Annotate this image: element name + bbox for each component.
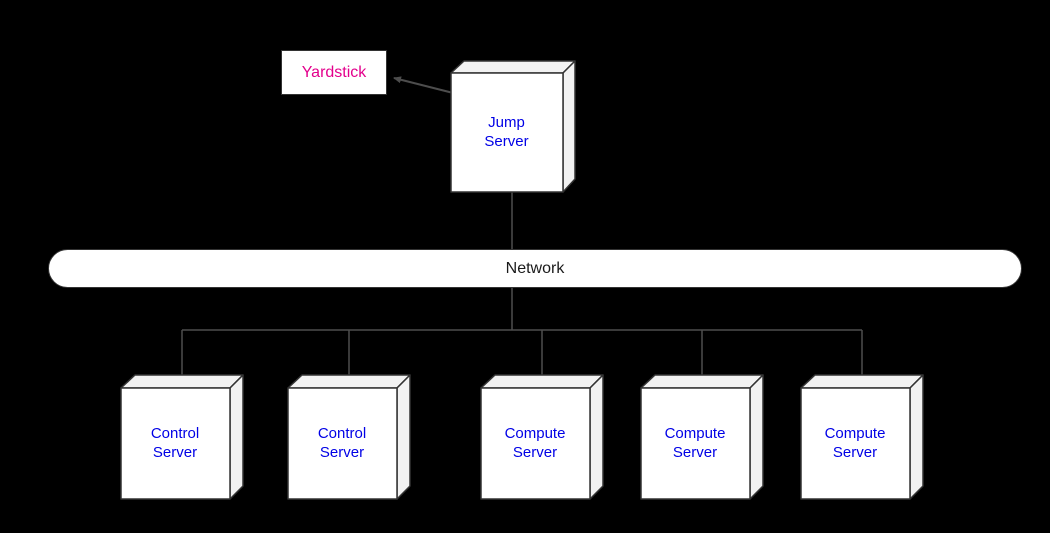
server-label-wrap: Compute Server	[640, 388, 750, 500]
compute-server-node-1: Compute Server	[480, 374, 604, 500]
yardstick-node: Yardstick	[281, 50, 387, 95]
jump-server-label: Jump Server	[484, 114, 529, 150]
server-box-shape	[480, 374, 604, 500]
jump-server-node: Jump Server	[450, 60, 576, 193]
server-box-shape	[450, 60, 576, 193]
network-node: Network	[48, 249, 1022, 288]
server-box-shape	[800, 374, 924, 500]
control-server-label: Control Server	[150, 425, 200, 461]
server-box-shape	[120, 374, 244, 500]
server-label-wrap: Control Server	[287, 388, 397, 500]
control-server-node-1: Control Server	[120, 374, 244, 500]
server-box-shape	[640, 374, 764, 500]
compute-server-node-2: Compute Server	[640, 374, 764, 500]
jump-server-label-wrap: Jump Server	[450, 73, 563, 193]
server-label-wrap: Compute Server	[480, 388, 590, 500]
control-server-label: Control Server	[317, 425, 367, 461]
yardstick-label: Yardstick	[301, 63, 367, 81]
server-label-wrap: Compute Server	[800, 388, 910, 500]
server-label-wrap: Control Server	[120, 388, 230, 500]
compute-server-node-3: Compute Server	[800, 374, 924, 500]
compute-server-label: Compute Server	[664, 425, 726, 461]
control-server-node-2: Control Server	[287, 374, 411, 500]
network-label: Network	[505, 259, 565, 277]
compute-server-label: Compute Server	[504, 425, 566, 461]
server-box-shape	[287, 374, 411, 500]
compute-server-label: Compute Server	[824, 425, 886, 461]
